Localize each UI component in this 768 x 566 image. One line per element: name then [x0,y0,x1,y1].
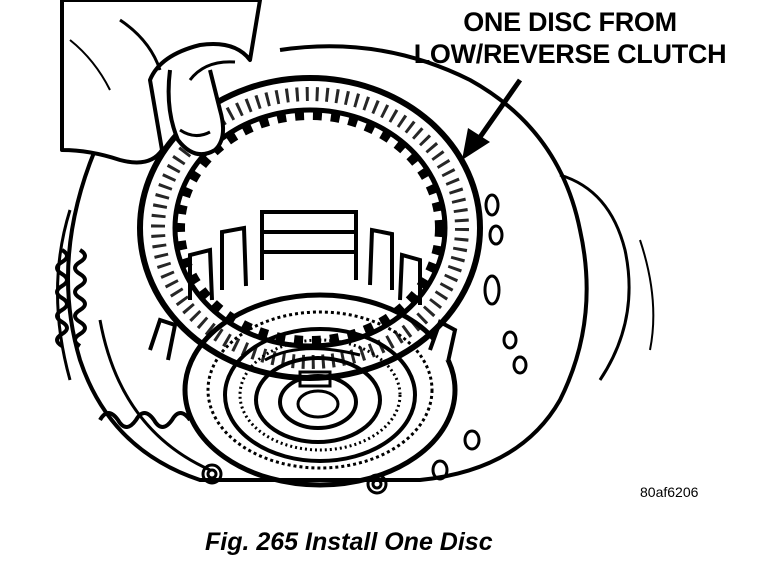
wave-spring [55,248,192,429]
clutch-drum [148,210,458,363]
case-bolt-holes [201,193,528,495]
callout-arrow [462,78,523,160]
figure-caption: Fig. 265 Install One Disc [205,528,493,556]
callout-line-2: LOW/REVERSE CLUTCH [413,39,727,69]
figure-code: 80af6206 [640,484,699,500]
hand-holding-disc [60,0,262,165]
transmission-case [56,44,655,482]
gear-hub [182,292,458,488]
callout-label: ONE DISC FROM LOW/REVERSE CLUTCH [380,6,760,70]
low-reverse-clutch-disc [137,75,483,381]
callout-line-1: ONE DISC FROM [463,7,677,37]
